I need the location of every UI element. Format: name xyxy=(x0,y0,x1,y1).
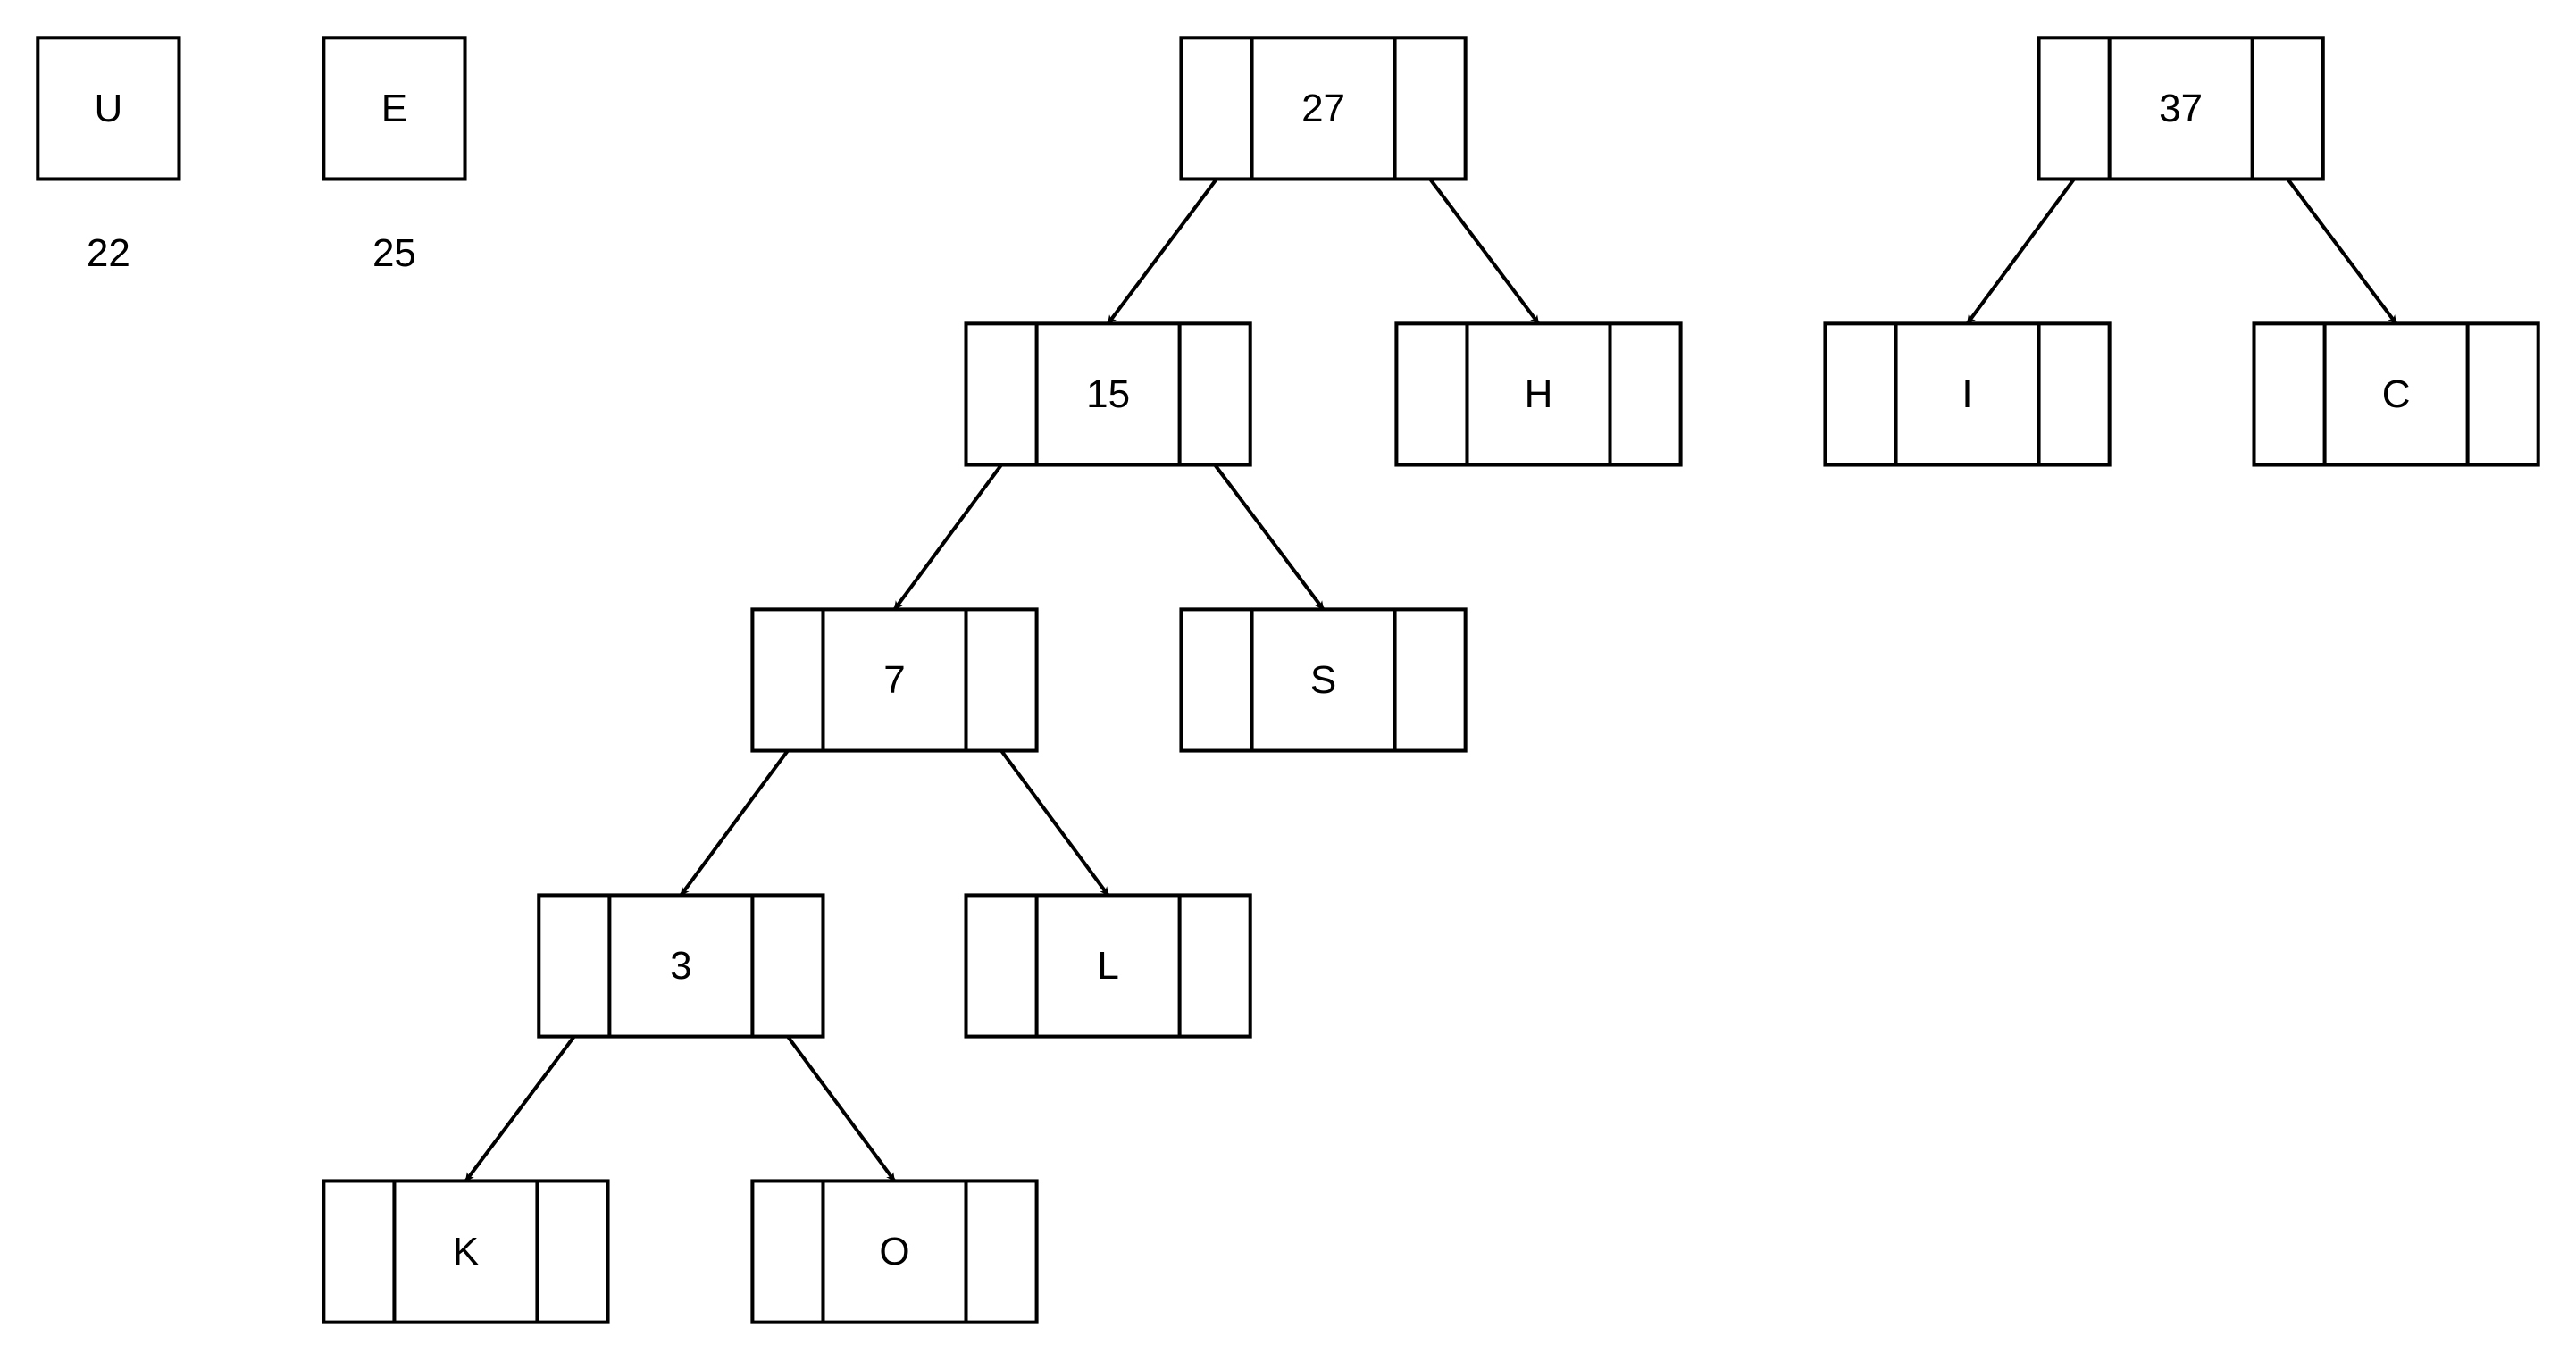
leaf-letter: E xyxy=(381,87,407,130)
node-box xyxy=(750,1179,1039,1324)
tree-node-15: 15 xyxy=(964,321,1252,467)
tree-node-i: I xyxy=(1823,321,2112,467)
node-label: I xyxy=(1961,372,1972,416)
node-box xyxy=(1394,321,1683,467)
edge-arrow xyxy=(1106,178,1218,325)
leaves-layer: U 22 E 25 xyxy=(36,36,467,275)
edge-arrow xyxy=(679,749,790,897)
node-box xyxy=(2037,36,2325,181)
edge-arrow xyxy=(892,463,1003,611)
leaf-box xyxy=(322,36,467,181)
edges-layer xyxy=(464,178,2398,1182)
tree-node-s: S xyxy=(1179,607,1468,753)
node-box xyxy=(322,1179,610,1324)
tree-node-h: H xyxy=(1394,321,1683,467)
node-label: 7 xyxy=(883,658,905,702)
node-box xyxy=(537,893,825,1039)
edge-arrow xyxy=(1428,178,1541,325)
node-label: O xyxy=(879,1230,909,1273)
node-box xyxy=(750,607,1039,753)
leaf-box xyxy=(36,36,181,181)
node-box xyxy=(1179,607,1468,753)
node-label: 15 xyxy=(1086,372,1130,416)
leaf-letter: U xyxy=(95,87,123,130)
node-box xyxy=(964,321,1252,467)
tree-node-l: L xyxy=(964,893,1252,1039)
node-box xyxy=(1823,321,2112,467)
node-label: 37 xyxy=(2159,87,2203,130)
edge-arrow xyxy=(2286,178,2398,325)
leaf-weight: 25 xyxy=(372,231,416,275)
tree-node-c: C xyxy=(2252,321,2540,467)
edge-arrow xyxy=(1213,463,1326,611)
tree-node-27: 27 xyxy=(1179,36,1468,181)
tree-node-7: 7 xyxy=(750,607,1039,753)
tree-node-3: 3 xyxy=(537,893,825,1039)
node-label: C xyxy=(2382,372,2411,416)
node-label: 3 xyxy=(670,944,691,988)
tree-node-k: K xyxy=(322,1179,610,1324)
leaf-weight: 22 xyxy=(87,231,130,275)
node-label: 27 xyxy=(1301,87,1345,130)
tree-node-o: O xyxy=(750,1179,1039,1324)
node-label: K xyxy=(453,1230,479,1273)
leaf-node-e: E 25 xyxy=(322,36,467,275)
leaf-node-u: U 22 xyxy=(36,36,181,275)
node-label: H xyxy=(1525,372,1553,416)
edge-arrow xyxy=(786,1035,897,1182)
node-box xyxy=(2252,321,2540,467)
node-box xyxy=(964,893,1252,1039)
edge-arrow xyxy=(1965,178,2076,325)
node-label: L xyxy=(1097,944,1118,988)
nodes-layer: 27 15 H 7 S 3 L K O 37I C xyxy=(322,36,2540,1324)
node-box xyxy=(1179,36,1468,181)
node-label: S xyxy=(1310,658,1336,702)
tree-node-37: 37 xyxy=(2037,36,2325,181)
edge-arrow xyxy=(999,749,1110,897)
edge-arrow xyxy=(464,1035,576,1182)
